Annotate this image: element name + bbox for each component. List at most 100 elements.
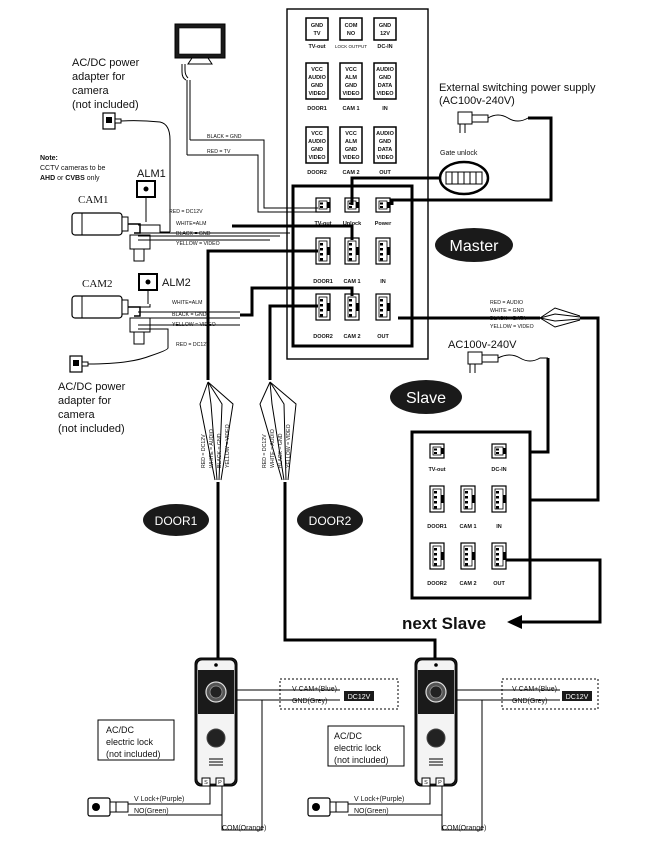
gnd-grey-label: GND(Grey) — [512, 698, 547, 705]
arrow-left-icon — [507, 615, 522, 629]
label-cell: VIDEO — [376, 91, 394, 97]
adapter-bottom-line: adapter for — [58, 395, 112, 407]
port-label: IN — [380, 279, 386, 285]
terminal-p: P — [218, 780, 222, 786]
wire-label: WHITE=ALM — [176, 221, 206, 227]
alm1-label: ALM1 — [137, 168, 166, 180]
door1-connector — [315, 237, 331, 265]
doorbell1-icon — [194, 657, 238, 787]
master-badge: Master — [435, 228, 513, 262]
label-cell: GND — [379, 23, 391, 29]
port-label: CAM 2 — [459, 581, 476, 587]
door1-wire-fan: RED = DC12V WHITE = AUDIO BLACK = GND YE… — [199, 381, 234, 481]
note-cvbs: CVBS — [65, 175, 85, 182]
dc12v-badge: DC12V — [566, 694, 589, 701]
port-label: CAM 1 — [459, 524, 476, 530]
adapter-top-line: AC/DC power — [72, 57, 140, 69]
gate-unlock-icon — [438, 160, 490, 196]
next-slave-label: next Slave — [402, 614, 486, 633]
vcam-label: V CAM+(Blue) — [292, 686, 337, 693]
wire-label: WHITE = GND — [490, 308, 524, 314]
terminal-s: S — [204, 780, 208, 786]
door2-badge: DOOR2 — [297, 504, 363, 536]
slave-door1-connector — [429, 485, 445, 513]
cam1-connector — [344, 237, 360, 265]
note-only: only — [85, 175, 100, 182]
wire-label: WHITE=ALM — [172, 300, 202, 306]
caption: CAM 2 — [342, 170, 359, 176]
label-cell: GND — [345, 83, 357, 89]
note-or: or — [55, 175, 65, 182]
out-wire-fan — [539, 307, 581, 328]
wire-label: RED = DC12V — [169, 209, 203, 215]
camera1-icon — [71, 212, 151, 262]
vlock-label: V Lock+(Purple) — [134, 796, 184, 803]
terminal-s: S — [424, 780, 428, 786]
slave-in-connector — [491, 485, 507, 513]
monitor-top-row: GND TV TV-out COM NO LOCK OUTPUT GND 12V… — [305, 17, 397, 50]
slave-badge: Slave — [390, 380, 462, 414]
port-label: OUT — [377, 334, 389, 340]
slave-out-connector — [491, 542, 507, 570]
wire-label: RED = DC12V — [176, 342, 210, 348]
slave-connector-box: TV-out DC-IN DOOR1 CAM 1 IN DOOR2 CAM 2 … — [410, 430, 532, 600]
power-adapter-icon — [69, 355, 89, 373]
master-label: Master — [450, 238, 500, 255]
monitor-mid-row: VCC AUDIO GND VIDEO DOOR1 VCC ALM GND VI… — [305, 62, 397, 112]
cam1-label: CAM1 — [78, 194, 109, 206]
door2-connector — [315, 293, 331, 321]
lock-box-line: electric lock — [334, 743, 382, 753]
label-cell: AUDIO — [376, 131, 394, 137]
adapter-bottom-line: (not included) — [58, 423, 125, 435]
wire-label: RED = DC12V — [262, 434, 268, 468]
caption: DC-IN — [377, 44, 392, 50]
slave-cam1-connector — [460, 485, 476, 513]
slave-label: Slave — [406, 390, 446, 407]
wire-label: BLACK = GND — [176, 231, 211, 237]
lock-box-line: AC/DC — [106, 725, 135, 735]
label-cell: VIDEO — [342, 155, 360, 161]
port-label: DOOR1 — [427, 524, 447, 530]
dc12v-badge: DC12V — [348, 694, 371, 701]
door1-badge: DOOR1 — [143, 504, 209, 536]
vlock-label: V Lock+(Purple) — [354, 796, 404, 803]
caption: IN — [382, 106, 388, 112]
wire-label: BLACK = GND — [217, 433, 223, 468]
label-cell: VCC — [345, 131, 357, 137]
label-cell: AUDIO — [308, 139, 326, 145]
slave-dc-in-connector — [491, 443, 507, 459]
label-cell: TV — [313, 31, 320, 37]
wire-label: BLACK = DATA — [490, 316, 527, 322]
label-cell: GND — [379, 75, 391, 81]
ext-power-subtitle: (AC100v-240V) — [439, 95, 515, 107]
terminal-p: P — [438, 780, 442, 786]
wire-label: BLACK = GND — [172, 312, 207, 318]
gate-unlock-label: Gate unlock — [440, 150, 478, 157]
alm2-label: ALM2 — [162, 277, 191, 289]
note-text: CCTV cameras to be — [40, 165, 105, 172]
electric-lock2-icon — [307, 797, 349, 817]
door2-label: DOOR2 — [309, 514, 352, 528]
gnd-grey-label: GND(Grey) — [292, 698, 327, 705]
wire-label: RED = TV — [207, 149, 231, 155]
port-label: Unlock — [343, 221, 362, 227]
caption: CAM 1 — [342, 106, 359, 112]
caption: OUT — [379, 170, 391, 176]
label-cell: GND — [311, 23, 323, 29]
com-orange-label: COM(Orange) — [442, 825, 486, 832]
label-cell: ALM — [345, 75, 357, 81]
wire-label: RED = DC12V — [201, 434, 207, 468]
power-connector — [375, 197, 391, 213]
note-ahd: AHD — [40, 175, 55, 182]
door1-label: DOOR1 — [155, 514, 198, 528]
cam2-connector — [344, 293, 360, 321]
door2-wire-fan: RED = DC12V WHITE = AUDIO BLACK = GND YE… — [259, 381, 297, 481]
label-cell: AUDIO — [376, 67, 394, 73]
wire-label: YELLOW = VIDEO — [490, 324, 534, 330]
adapter-bottom-line: AC/DC power — [58, 381, 126, 393]
label-cell: VCC — [311, 131, 323, 137]
label-cell: GND — [311, 147, 323, 153]
wire-label: BLACK = GND — [207, 134, 242, 140]
com-orange-label: COM(Orange) — [222, 825, 266, 832]
caption: TV-out — [308, 44, 325, 50]
